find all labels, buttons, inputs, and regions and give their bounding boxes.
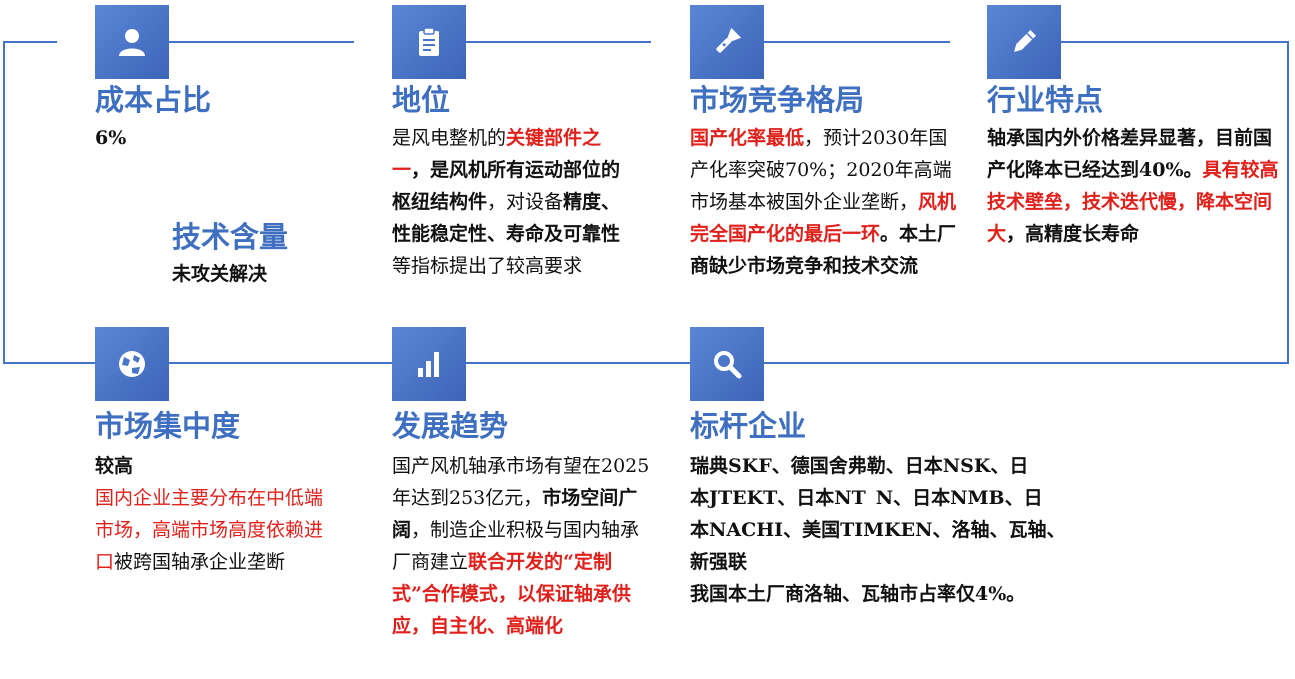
benchmark-text: 瑞典SKF、德国舍弗勒、日本NSK、日 本JTEKT、日本NT N、日本NMB、日… [690, 450, 1110, 610]
connector-bottom-1 [169, 362, 392, 364]
search-icon-box [690, 327, 764, 401]
search-icon [714, 351, 742, 379]
trend-text: 国产风机轴承市场有望在2025年达到253亿元，市场空间广阔，制造企业积极与国内… [392, 450, 650, 642]
flashlight-icon [716, 27, 742, 53]
competition-text-1: 国产化率最低 [690, 127, 805, 149]
features-title: 行业特点 [987, 83, 1104, 117]
connector-left-vertical [3, 41, 5, 364]
connector-left-top [3, 41, 57, 43]
connector-right-vertical [1287, 41, 1289, 364]
trend-text-1: 国产风机轴承市场有望在2025年达到253亿元， [392, 455, 650, 509]
features-text-2: 具有较高技术壁垒，技术迭代慢，降本空间大 [987, 159, 1279, 245]
cost-value: 6% [95, 127, 127, 149]
globe-icon-box [95, 327, 169, 401]
connector-bottom-3 [763, 362, 1289, 364]
benchmark-line-5: 我国本土厂商洛轴、瓦轴市占率仅4%。 [690, 583, 1026, 605]
concentration-text-3: 被跨国轴承企业垄断 [114, 551, 286, 573]
clipboard-icon [419, 27, 439, 56]
connector-top-1 [169, 41, 354, 43]
features-text: 轴承国内外价格差异显著，目前国产化降本已经达到40%。具有较高技术壁垒，技术迭代… [987, 122, 1285, 250]
tech-title: 技术含量 [172, 220, 289, 254]
benchmark-title: 标杆企业 [690, 409, 807, 443]
competition-title: 市场竞争格局 [690, 83, 865, 117]
pencil-icon-box [987, 5, 1061, 79]
tech-value: 未攻关解决 [172, 263, 268, 285]
benchmark-line-2: 本JTEKT、日本NT N、日本NMB、日 [690, 482, 1110, 514]
pencil-icon [1014, 29, 1037, 52]
competition-text-4: 。本土厂商缺少市场竞争和技术交流 [690, 223, 957, 277]
connector-bottom-2 [466, 362, 690, 364]
features-text-3: ，高精度长寿命 [1006, 223, 1140, 245]
position-text: 是风电整机的关键部件之一，是风机所有运动部位的枢纽结构件，对设备精度、性能稳定性… [392, 122, 637, 282]
concentration-title: 市场集中度 [95, 409, 241, 443]
trend-text-2: 市场空间广阔 [392, 487, 638, 541]
position-text-4: ，对设备 [487, 191, 564, 213]
connector-left-bottom [3, 362, 95, 364]
position-text-6: 等指标提出了较高要求 [392, 255, 583, 277]
competition-text-2: ，预计2030年国产化率突破70%；2020年高端市场基本被国外企业垄断， [690, 127, 952, 213]
benchmark-line-4: 新强联 [690, 551, 748, 573]
benchmark-line-3: 本NACHI、美国TIMKEN、洛轴、瓦轴、 [690, 519, 1066, 541]
flashlight-icon-box [690, 5, 764, 79]
trend-text-4: 联合开发的“定制式”合作模式，以保证轴承供应，自主化、高端化 [392, 551, 631, 637]
position-text-5: 精度、性能稳定性、寿命及可靠性 [392, 191, 621, 245]
trend-title: 发展趋势 [392, 409, 509, 443]
clipboard-icon-box [392, 5, 466, 79]
benchmark-line-2a: 本JTEKT、日本NT [690, 487, 866, 509]
concentration-text-1: 较高 [95, 455, 134, 477]
position-text-3: ，是风机所有运动部位的枢纽结构件 [392, 159, 621, 213]
benchmark-line-1: 瑞典SKF、德国舍弗勒、日本NSK、日 [690, 455, 1029, 477]
competition-text-3: 风机完全国产化的最后一环 [690, 191, 957, 245]
user-icon-box [95, 5, 169, 79]
globe-icon [119, 351, 145, 377]
trend-text-3: ，制造企业积极与国内轴承厂商建立 [392, 519, 640, 573]
position-text-2: 关键部件之一 [392, 127, 602, 181]
features-text-1: 轴承国内外价格差异显著，目前国产化降本已经达到40%。 [987, 127, 1273, 181]
user-icon [119, 29, 145, 56]
position-text-1: 是风电整机的 [392, 127, 507, 149]
cost-title: 成本占比 [95, 83, 212, 117]
position-title: 地位 [392, 83, 451, 117]
competition-text: 国产化率最低，预计2030年国产化率突破70%；2020年高端市场基本被国外企业… [690, 122, 965, 282]
concentration-text: 较高 国内企业主要分布在中低端市场，高端市场高度依赖进口被跨国轴承企业垄断 [95, 450, 335, 578]
concentration-text-2: 国内企业主要分布在中低端市场，高端市场高度依赖进口 [95, 487, 324, 573]
connector-top-2 [466, 41, 651, 43]
benchmark-line-2b: N、日本NMB、日 [875, 487, 1043, 509]
connector-top-4 [1061, 41, 1289, 43]
bar-chart-icon [418, 352, 439, 377]
bar-chart-icon-box [392, 327, 466, 401]
connector-top-3 [763, 41, 950, 43]
